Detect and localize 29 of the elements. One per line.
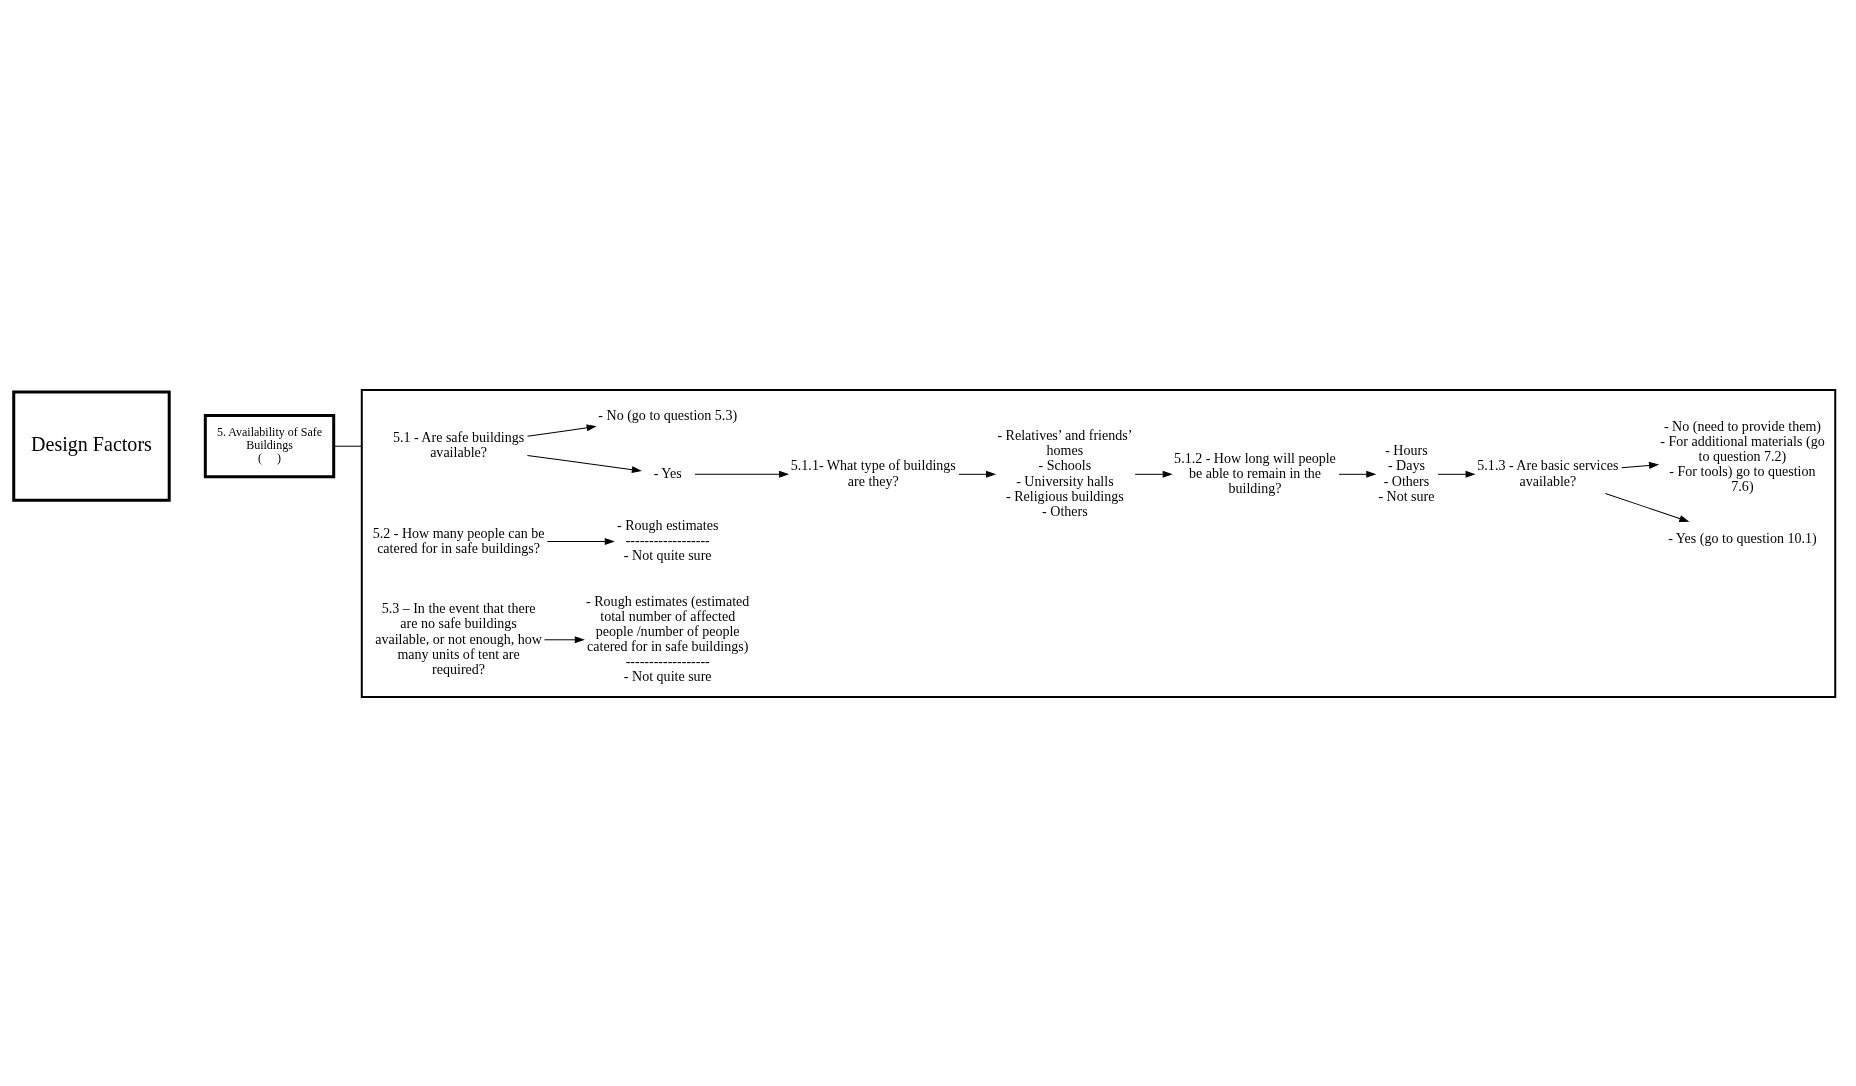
connector bbox=[332, 445, 362, 447]
arrow bbox=[1338, 470, 1375, 478]
cluster bbox=[360, 388, 1836, 698]
node-text: - Rough estimates ------------------ - Not quite sure bbox=[616, 516, 718, 563]
arrow bbox=[546, 537, 614, 545]
node-text: - Rough estimates (estimated total number of affected people /number of people catered for in safe buildings) ------------------ - Not quite sure bbox=[585, 592, 749, 684]
arrow bbox=[1437, 470, 1475, 478]
arrow bbox=[1134, 470, 1172, 478]
node-text: - Hours - Days - Others - Not sure bbox=[1377, 441, 1435, 504]
node-text: 5.1.2 - How long will people be able to remain in the building? bbox=[1173, 449, 1336, 496]
node-text: 5.1.3 - Are basic services available? bbox=[1476, 456, 1618, 489]
node-text: 5.1.1- What type of buildings are they? bbox=[790, 456, 956, 489]
node-box: 5. Availability of Safe Buildings ( ) bbox=[203, 413, 335, 478]
arrow bbox=[526, 454, 641, 473]
node-text: - Yes bbox=[653, 464, 682, 481]
node-text: 5.1 - Are safe buildings available? bbox=[392, 428, 524, 460]
node-text: - No (go to question 5.3) bbox=[597, 406, 737, 423]
arrow bbox=[543, 636, 584, 643]
arrow bbox=[957, 470, 995, 478]
arrow bbox=[1604, 492, 1688, 522]
arrow bbox=[1620, 461, 1658, 469]
arrow bbox=[526, 423, 596, 437]
node-box: Design Factors bbox=[11, 390, 171, 502]
node-text: 5.3 – In the event that there are no safe buildings available, or not enough, how many units of tent are required? bbox=[374, 599, 542, 677]
node-text: - Relatives’ and friends’ homes - Schools - University halls - Religious buildings - Others bbox=[996, 426, 1132, 519]
node-text: 5.2 - How many people can be catered for in safe buildings? bbox=[372, 524, 544, 556]
node-text: - No (need to provide them) - For additional materials (go to question 7.2) - For tools) go to question 7.6) bbox=[1659, 417, 1825, 494]
arrow bbox=[693, 470, 788, 478]
node-text: - Yes (go to question 10.1) bbox=[1667, 529, 1817, 546]
